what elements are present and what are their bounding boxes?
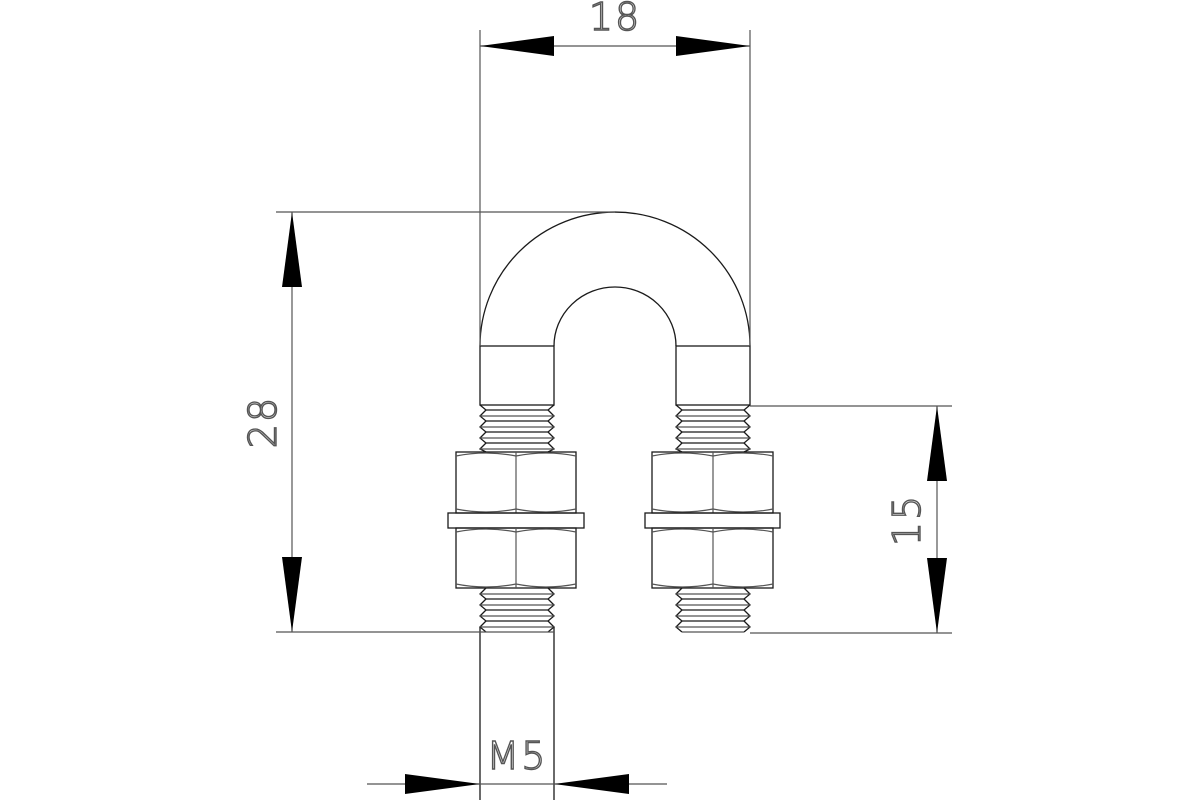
arrow-left-icon	[480, 36, 554, 56]
dimension-thread-length: 15	[750, 405, 952, 634]
dimension-label-thread-size: M5	[487, 734, 548, 778]
arrow-left-icon	[554, 774, 629, 794]
right-lower-thread	[675, 587, 751, 633]
dimension-label-height: 28	[241, 396, 285, 448]
inner-bend-arc	[553, 286, 677, 347]
dimension-label-width: 18	[589, 0, 641, 39]
outer-bend-arc	[479, 211, 751, 347]
dimension-thread-size: M5	[367, 733, 667, 794]
right-shank	[675, 345, 751, 406]
arrow-right-icon	[405, 774, 480, 794]
u-bolt-body	[479, 211, 751, 406]
right-bottom-nut	[651, 527, 774, 589]
dimension-width: 18	[479, 0, 751, 346]
left-upper-thread	[478, 404, 556, 453]
left-top-nut	[455, 451, 577, 514]
right-washer	[644, 512, 781, 529]
left-shank	[479, 345, 555, 406]
arrow-up-icon	[927, 406, 947, 481]
left-lower-thread	[479, 587, 555, 633]
left-washer	[447, 512, 585, 529]
right-upper-thread	[674, 404, 752, 453]
arrow-down-icon	[282, 557, 302, 632]
left-leg-assembly	[447, 404, 585, 800]
arrow-down-icon	[927, 558, 947, 633]
right-leg-assembly	[644, 404, 781, 633]
dimension-height: 28	[240, 211, 615, 633]
dimension-label-thread-length: 15	[885, 494, 929, 546]
arrow-up-icon	[282, 212, 302, 287]
arrow-right-icon	[676, 36, 750, 56]
right-top-nut	[651, 451, 774, 514]
left-bottom-nut	[455, 527, 577, 589]
